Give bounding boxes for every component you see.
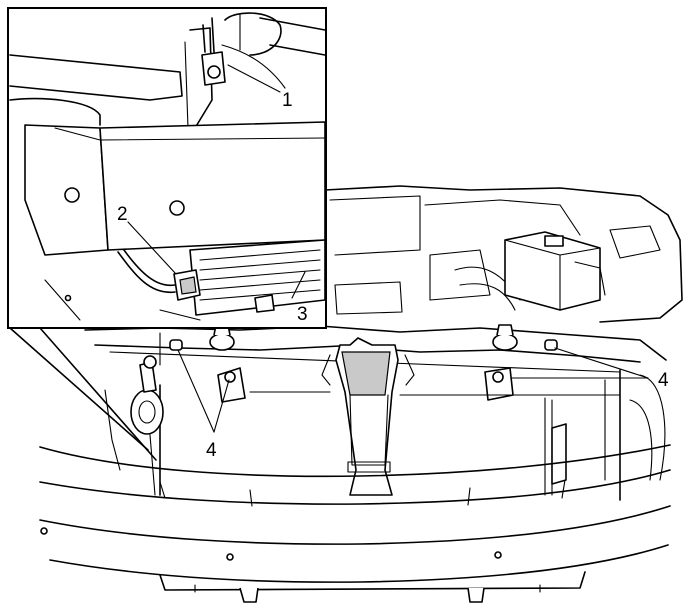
leader-lines	[127, 64, 649, 433]
callout-4-left: 4	[206, 440, 217, 461]
main-engine-bay-view	[39, 185, 683, 603]
callout-3: 3	[297, 304, 308, 325]
callout-4-right: 4	[658, 370, 669, 391]
callout-1: 1	[282, 90, 293, 111]
detail-inset	[7, 7, 327, 461]
callout-2: 2	[117, 204, 128, 225]
